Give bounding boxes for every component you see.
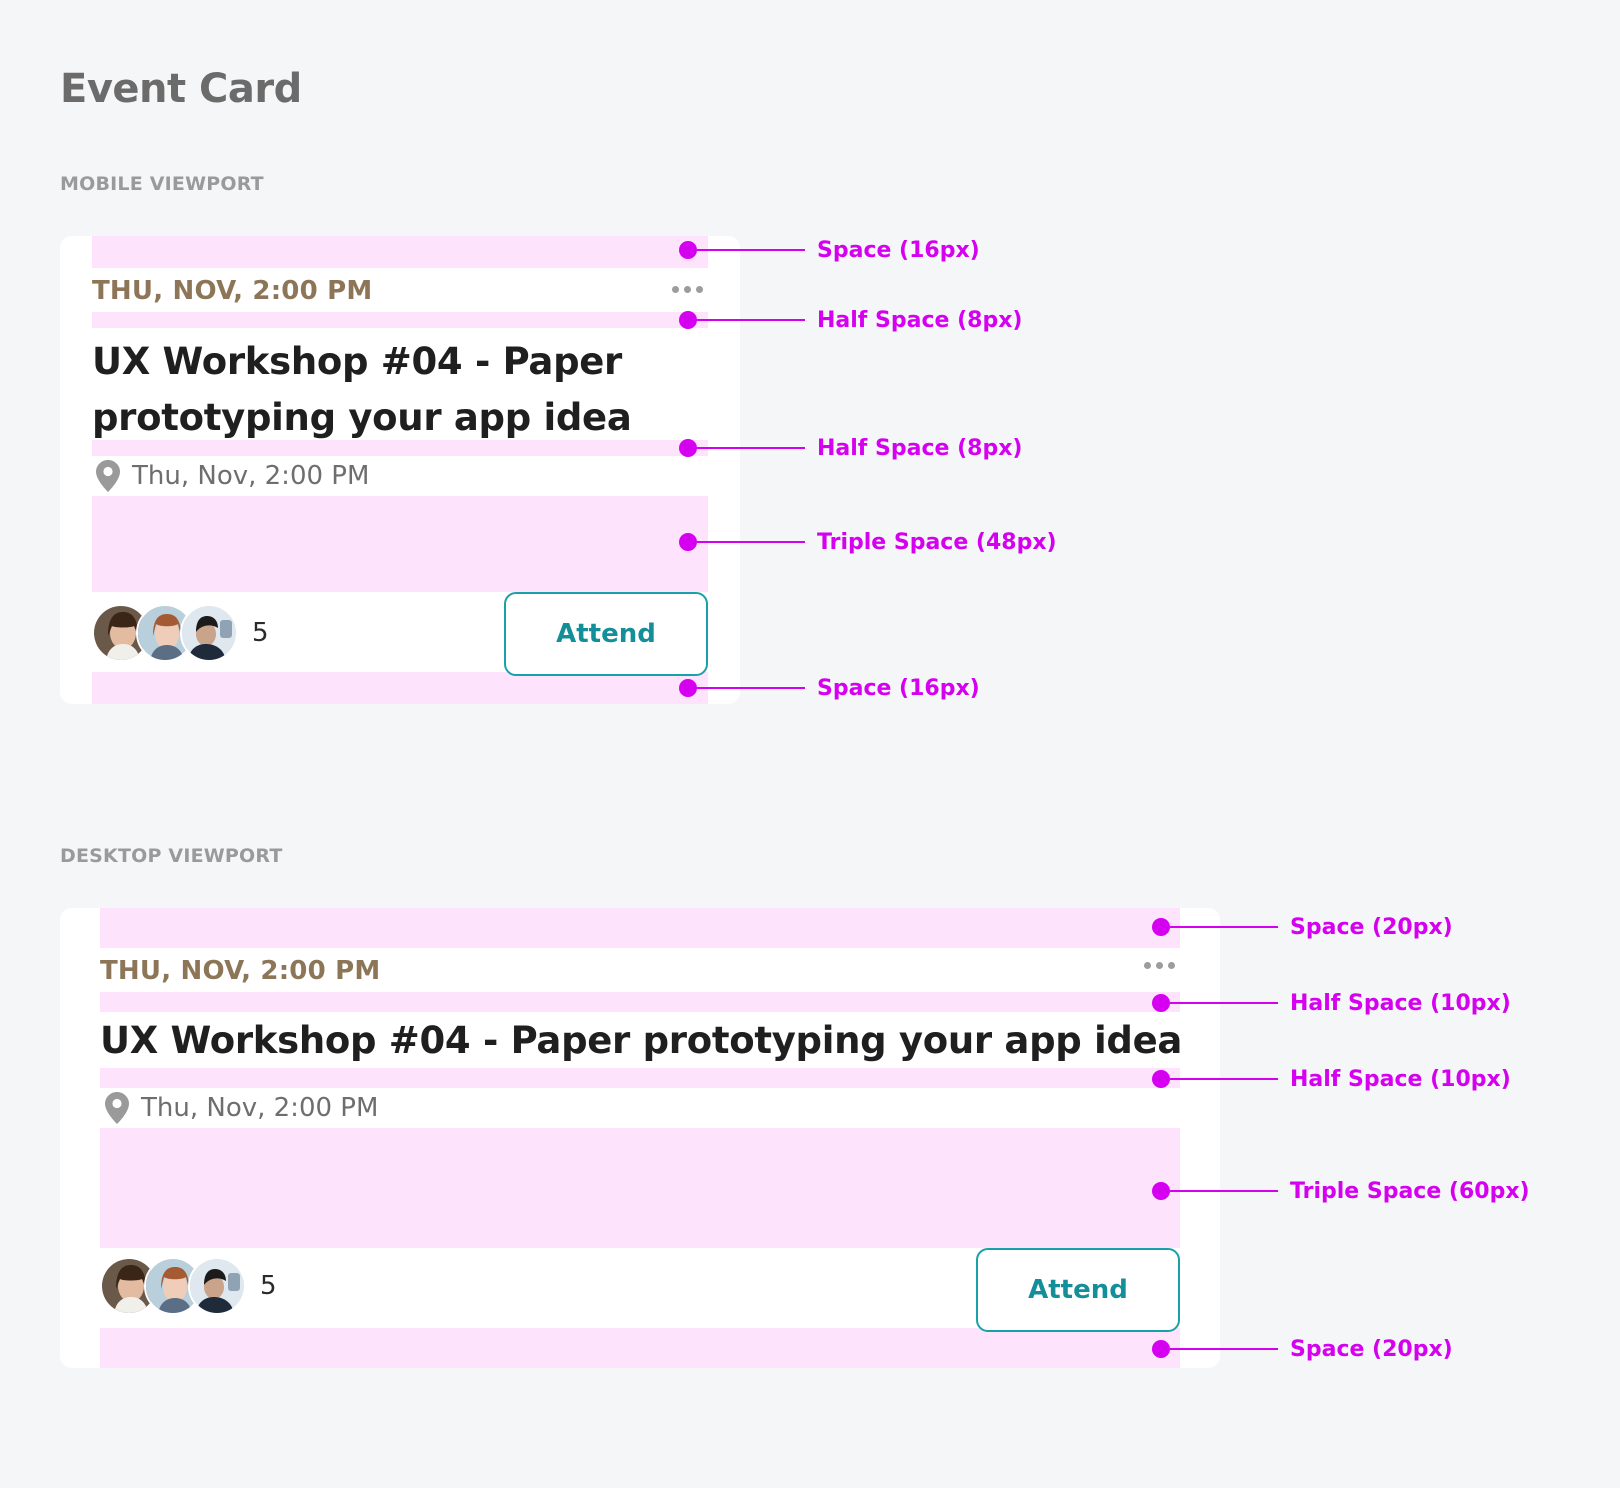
desktop-viewport-label: DESKTOP VIEWPORT — [60, 845, 283, 867]
avatar[interactable] — [180, 604, 238, 662]
spacing-annotation: Space (16px) — [679, 675, 980, 701]
event-title[interactable]: UX Workshop #04 - Paper prototyping your… — [100, 1019, 1183, 1062]
more-horizontal-icon[interactable] — [1144, 962, 1175, 969]
annotation-dot — [1152, 918, 1170, 936]
location-pin-icon — [105, 1092, 129, 1124]
event-location: Thu, Nov, 2:00 PM — [105, 1092, 378, 1124]
mobile-viewport-label: MOBILE VIEWPORT — [60, 173, 264, 195]
annotation-dot — [679, 311, 697, 329]
annotation-dot — [679, 533, 697, 551]
annotation-label: Space (20px) — [1290, 1336, 1453, 1362]
attendee-avatars[interactable]: 5 — [92, 604, 269, 662]
spacing-annotation: Triple Space (48px) — [679, 529, 1057, 555]
spacing-annotation: Half Space (10px) — [1152, 990, 1511, 1016]
event-location-text: Thu, Nov, 2:00 PM — [132, 461, 370, 491]
spacing-highlight — [100, 992, 1180, 1012]
annotation-dot — [1152, 994, 1170, 1012]
annotation-dot — [1152, 1070, 1170, 1088]
spacing-annotation: Triple Space (60px) — [1152, 1178, 1530, 1204]
avatar[interactable] — [188, 1257, 246, 1315]
event-date: THU, NOV, 2:00 PM — [92, 276, 373, 306]
attend-button[interactable]: Attend — [976, 1248, 1180, 1332]
event-title[interactable]: UX Workshop #04 - Paper prototyping your… — [92, 334, 632, 446]
annotation-label: Space (16px) — [817, 237, 980, 263]
annotation-label: Triple Space (48px) — [817, 529, 1057, 555]
spacing-highlight — [92, 496, 708, 592]
annotation-label: Triple Space (60px) — [1290, 1178, 1530, 1204]
annotation-dot — [679, 679, 697, 697]
spacing-annotation: Space (20px) — [1152, 1336, 1453, 1362]
desktop-event-card[interactable]: THU, NOV, 2:00 PM UX Workshop #04 - Pape… — [60, 908, 1220, 1368]
attendee-avatars[interactable]: 5 — [100, 1257, 277, 1315]
spacing-highlight — [100, 1128, 1180, 1248]
event-title-line-1: UX Workshop #04 - Paper — [92, 340, 622, 383]
more-horizontal-icon[interactable] — [672, 286, 703, 293]
avatar[interactable] — [144, 1257, 202, 1315]
spacing-highlight — [100, 1328, 1180, 1368]
spacing-highlight — [92, 672, 708, 704]
spacing-annotation: Space (16px) — [679, 237, 980, 263]
avatar[interactable] — [100, 1257, 158, 1315]
event-title-line-2: prototyping your app idea — [92, 396, 632, 439]
attendee-count: 5 — [260, 1271, 277, 1301]
spacing-highlight — [100, 908, 1180, 948]
attend-button[interactable]: Attend — [504, 592, 708, 676]
event-location: Thu, Nov, 2:00 PM — [96, 460, 369, 492]
spacing-annotation: Half Space (8px) — [679, 307, 1023, 333]
spacing-highlight — [92, 440, 708, 456]
annotation-dot — [679, 241, 697, 259]
attendee-count: 5 — [252, 618, 269, 648]
spacing-highlight — [100, 1068, 1180, 1088]
spacing-highlight — [92, 312, 708, 328]
annotation-dot — [1152, 1340, 1170, 1358]
avatar[interactable] — [136, 604, 194, 662]
annotation-label: Half Space (8px) — [817, 307, 1023, 333]
annotation-label: Half Space (8px) — [817, 435, 1023, 461]
annotation-label: Half Space (10px) — [1290, 990, 1511, 1016]
mobile-event-card[interactable]: THU, NOV, 2:00 PM UX Workshop #04 - Pape… — [60, 236, 740, 704]
annotation-dot — [679, 439, 697, 457]
page-title: Event Card — [60, 66, 302, 112]
event-location-text: Thu, Nov, 2:00 PM — [141, 1093, 379, 1123]
spacing-annotation: Half Space (10px) — [1152, 1066, 1511, 1092]
location-pin-icon — [96, 460, 120, 492]
annotation-label: Space (20px) — [1290, 914, 1453, 940]
spacing-highlight — [92, 236, 708, 268]
annotation-dot — [1152, 1182, 1170, 1200]
spacing-annotation: Half Space (8px) — [679, 435, 1023, 461]
event-date: THU, NOV, 2:00 PM — [100, 956, 381, 986]
annotation-label: Space (16px) — [817, 675, 980, 701]
annotation-label: Half Space (10px) — [1290, 1066, 1511, 1092]
spacing-annotation: Space (20px) — [1152, 914, 1453, 940]
